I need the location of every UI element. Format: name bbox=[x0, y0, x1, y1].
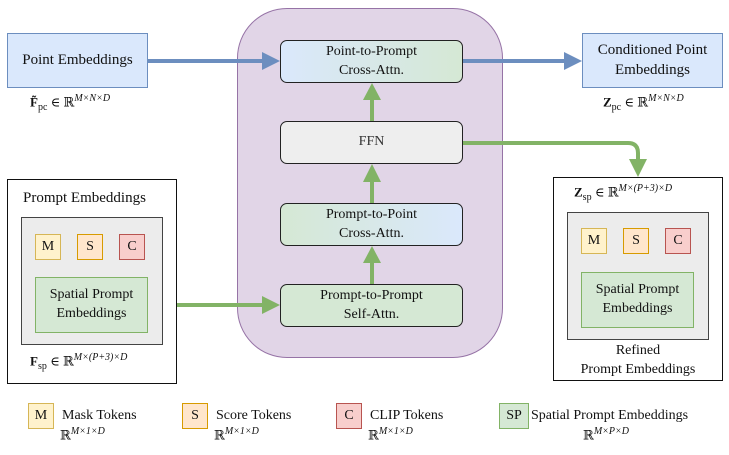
conditioned-math: Zpc ∈ ℝM×N×D bbox=[603, 93, 684, 113]
prompt-embeddings-title: Prompt Embeddings bbox=[23, 190, 146, 206]
legend-clip-label: CLIP Tokens bbox=[370, 408, 444, 423]
legend-clip-token: C bbox=[336, 403, 362, 429]
legend-spatial-dim: ℝM×P×D bbox=[583, 426, 629, 443]
legend-score-token: S bbox=[182, 403, 208, 429]
green-arrow-ffn-out bbox=[463, 141, 640, 160]
legend-mask-dim: ℝM×1×D bbox=[60, 426, 105, 443]
blue-arrowhead-out bbox=[564, 52, 582, 70]
legend-clip-dim: ℝM×1×D bbox=[368, 426, 413, 443]
legend-spatial-token: SP bbox=[499, 403, 529, 429]
clip-token: C bbox=[665, 228, 691, 254]
green-arrowhead bbox=[363, 246, 381, 263]
legend-mask-token: M bbox=[28, 403, 54, 429]
refined-prompt-math: Zsp ∈ ℝM×(P+3)×D bbox=[574, 183, 673, 203]
point-embeddings-math: F̃pc ∈ ℝM×N×D bbox=[30, 93, 111, 113]
legend-spatial-label: Spatial Prompt Embeddings bbox=[531, 408, 689, 423]
point-embeddings-box: Point Embeddings bbox=[7, 33, 148, 88]
mask-token: M bbox=[581, 228, 607, 254]
score-token: S bbox=[77, 234, 103, 260]
legend-score-dim: ℝM×1×D bbox=[214, 426, 259, 443]
clip-token: C bbox=[119, 234, 145, 260]
mask-token: M bbox=[35, 234, 61, 260]
legend-mask-label: Mask Tokens bbox=[62, 408, 137, 423]
green-arrowhead bbox=[363, 164, 381, 182]
green-arrowhead bbox=[262, 296, 280, 314]
score-token: S bbox=[623, 228, 649, 254]
green-arrowhead bbox=[629, 159, 647, 177]
legend-score-label: Score Tokens bbox=[216, 408, 292, 423]
blue-arrowhead-in bbox=[262, 52, 280, 70]
green-arrowhead bbox=[363, 83, 381, 100]
ffn-block: FFN bbox=[280, 121, 463, 164]
prompt-embeddings-math: Fsp ∈ ℝM×(P+3)×D bbox=[30, 352, 128, 372]
point-embeddings-label: Point Embeddings bbox=[22, 51, 133, 68]
